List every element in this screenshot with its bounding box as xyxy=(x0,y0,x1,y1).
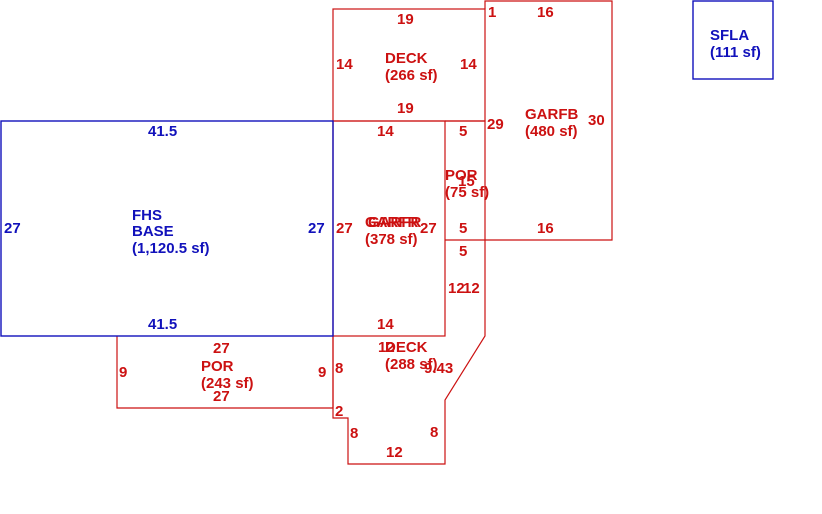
garfb-dim-left: 29 xyxy=(487,116,504,133)
fhs-dim-left: 27 xyxy=(4,220,21,237)
deck-top-dim-left: 14 xyxy=(336,56,353,73)
garfr-dim-right: 27 xyxy=(420,220,437,237)
deck-bottom-dim-bottom: 12 xyxy=(386,444,403,461)
garfb-dim-bottom: 16 xyxy=(537,220,554,237)
fhs-name: FHS xyxy=(132,207,162,224)
deck-bottom-dim-8: 8 xyxy=(335,360,343,377)
sfla-name: SFLA xyxy=(710,27,749,44)
por-small-outline xyxy=(445,120,486,240)
gap-dim-12b: 12 xyxy=(463,280,480,297)
por-left-area: (243 sf) xyxy=(201,375,254,392)
deck-top-dim-bottom: 19 xyxy=(397,100,414,117)
garfb-area: (480 sf) xyxy=(525,123,578,140)
fhs-base-outline xyxy=(0,120,334,337)
deck-top-dim-top: 19 xyxy=(397,11,414,28)
sfla-area: (111 sf) xyxy=(710,44,761,61)
por-small-dim-side: 15 xyxy=(458,173,475,190)
garfr-name-overlap: GARFR xyxy=(368,214,421,231)
por-small-name: POR xyxy=(445,167,478,184)
fhs-name-base: BASE xyxy=(132,223,174,240)
por-small-area: (75 sf) xyxy=(445,184,489,201)
garfb-outline xyxy=(445,0,613,241)
garfb-dim-notch: 1 xyxy=(488,4,496,21)
deck-bottom-area: (288 sf) xyxy=(385,356,438,373)
por-left-dim-top: 27 xyxy=(213,340,230,357)
garfr-dim-left: 27 xyxy=(336,220,353,237)
por-small-dim-bottom: 5 xyxy=(459,220,467,237)
gap-dim-12a: 12 xyxy=(448,280,465,297)
deck-bottom-name: DECK xyxy=(385,339,428,356)
deck-top-area: (266 sf) xyxy=(385,67,438,84)
garfr-area: (378 sf) xyxy=(365,231,418,248)
deck-top-dim-right: 14 xyxy=(460,56,477,73)
deck-bottom-dim-diag: 9.43 xyxy=(424,360,453,377)
fhs-area: (1,120.5 sf) xyxy=(132,240,210,257)
fhs-dim-bottom: 41.5 xyxy=(148,316,177,333)
deck-bottom-outline xyxy=(332,240,486,465)
deck-bottom-dim-2: 2 xyxy=(335,403,343,420)
garfr-name: GARFR xyxy=(365,214,418,231)
deck-top-name: DECK xyxy=(385,50,428,67)
por-left-name: POR xyxy=(201,358,234,375)
deck-bottom-dim-top: 12 xyxy=(378,339,395,356)
por-small-dim-top: 5 xyxy=(459,123,467,140)
deck-bottom-dim-8b: 8 xyxy=(350,425,358,442)
por-left-dim-bottom: 27 xyxy=(213,388,230,405)
gap-dim-5: 5 xyxy=(459,243,467,260)
garfr-dim-bottom: 14 xyxy=(377,316,394,333)
fhs-dim-top: 41.5 xyxy=(148,123,177,140)
deck-bottom-dim-8c: 8 xyxy=(430,424,438,441)
garfb-dim-top: 16 xyxy=(537,4,554,21)
garfb-dim-right: 30 xyxy=(588,112,605,129)
garfb-name: GARFB xyxy=(525,106,578,123)
sfla-outline xyxy=(692,0,774,80)
garfr-dim-top: 14 xyxy=(377,123,394,140)
por-left-dim-left: 9 xyxy=(119,364,127,381)
fhs-dim-right: 27 xyxy=(308,220,325,237)
por-left-dim-right: 9 xyxy=(318,364,326,381)
